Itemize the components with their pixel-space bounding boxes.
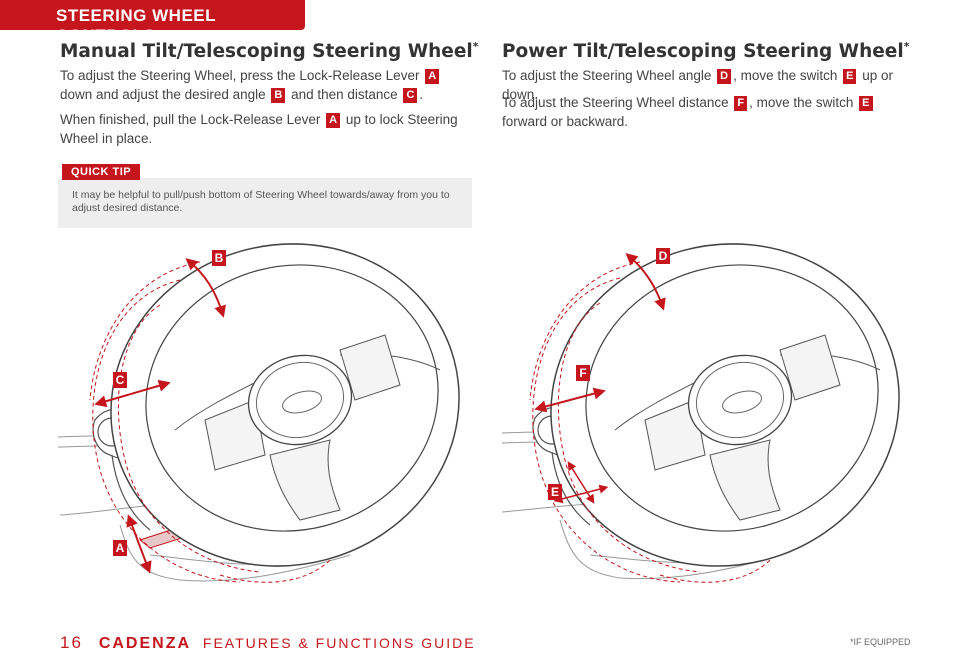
quick-tip-box bbox=[58, 178, 472, 228]
manual-p1-text-a: To adjust the Steering Wheel, press the … bbox=[60, 68, 424, 83]
label-b-badge: B bbox=[271, 88, 286, 103]
if-equipped-note: *IF EQUIPPED bbox=[850, 637, 911, 647]
distance-arrow-f bbox=[534, 387, 606, 413]
power-paragraph-2: To adjust the Steering Wheel distance F,… bbox=[502, 93, 902, 131]
power-p2-text-b: , move the switch bbox=[749, 95, 858, 110]
label-f-badge: F bbox=[734, 96, 748, 111]
manual-steering-illustration bbox=[57, 243, 460, 583]
page-number: 16 bbox=[60, 633, 83, 652]
power-title: Power Tilt/Telescoping Steering Wheel* bbox=[502, 40, 909, 62]
manual-p1-text-d: . bbox=[419, 87, 424, 102]
diagram-label-e: E bbox=[548, 484, 562, 500]
label-e-badge: E bbox=[859, 96, 873, 111]
section-banner: STEERING WHEEL CONTROLS bbox=[0, 0, 305, 45]
distance-arrow-c bbox=[94, 379, 171, 408]
adjustment-range-left bbox=[89, 261, 331, 583]
steering-wheel-left bbox=[110, 243, 460, 567]
label-a-badge: A bbox=[326, 113, 341, 128]
manual-title-star: * bbox=[472, 40, 479, 53]
label-e-badge: E bbox=[843, 69, 857, 84]
manual-title-text: Manual Tilt/Telescoping Steering Wheel bbox=[60, 41, 473, 63]
adjustment-range-right bbox=[529, 261, 771, 583]
power-steering-illustration bbox=[501, 243, 900, 583]
power-title-star: * bbox=[903, 40, 910, 53]
diagram-label-a: A bbox=[113, 540, 127, 556]
diagram-label-d: D bbox=[656, 248, 670, 264]
steering-wheel-right bbox=[550, 243, 900, 567]
lever-arrow-a bbox=[126, 514, 152, 574]
brand-name: CADENZA bbox=[98, 635, 192, 652]
power-p1-text-a: To adjust the Steering Wheel angle bbox=[502, 68, 716, 83]
power-paragraph-1: To adjust the Steering Wheel angle D, mo… bbox=[502, 66, 922, 104]
manual-p1-text-c: and then distance bbox=[287, 87, 402, 102]
manual-p1-text-b: down and adjust the desired angle bbox=[60, 87, 270, 102]
power-p1-text-b: , move the switch bbox=[733, 68, 842, 83]
label-a-badge: A bbox=[425, 69, 440, 84]
manual-p2-text-b: up to lock Steering Wheel in place. bbox=[60, 112, 458, 146]
power-p2-text-a: To adjust the Steering Wheel distance bbox=[502, 95, 733, 110]
guide-title: FEATURES & FUNCTIONS GUIDE bbox=[202, 635, 476, 651]
manual-title: Manual Tilt/Telescoping Steering Wheel* bbox=[60, 40, 478, 62]
diagram-label-f: F bbox=[576, 365, 590, 381]
angle-arrow-b bbox=[185, 258, 226, 318]
footer: 16 CADENZA FEATURES & FUNCTIONS GUIDE bbox=[60, 633, 476, 653]
power-p2-text-c: forward or backward. bbox=[502, 114, 629, 129]
switch-arrow-e-horizontal bbox=[553, 484, 609, 504]
label-c-badge: C bbox=[403, 88, 418, 103]
quick-tip-tag: QUICK TIP bbox=[62, 164, 141, 180]
angle-arrow-d bbox=[625, 253, 666, 311]
diagram-label-c: C bbox=[113, 372, 127, 388]
power-p1-text-c: up or down. bbox=[502, 68, 894, 102]
diagram-label-b: B bbox=[212, 250, 226, 266]
manual-paragraph-2: When finished, pull the Lock-Release Lev… bbox=[60, 110, 470, 148]
manual-p2-text-a: When finished, pull the Lock-Release Lev… bbox=[60, 112, 325, 127]
quick-tip-text: It may be helpful to pull/push bottom of… bbox=[72, 189, 450, 214]
section-title: STEERING WHEEL CONTROLS bbox=[56, 6, 216, 45]
label-d-badge: D bbox=[717, 69, 732, 84]
manual-paragraph-1: To adjust the Steering Wheel, press the … bbox=[60, 66, 470, 104]
power-title-text: Power Tilt/Telescoping Steering Wheel bbox=[502, 41, 904, 63]
